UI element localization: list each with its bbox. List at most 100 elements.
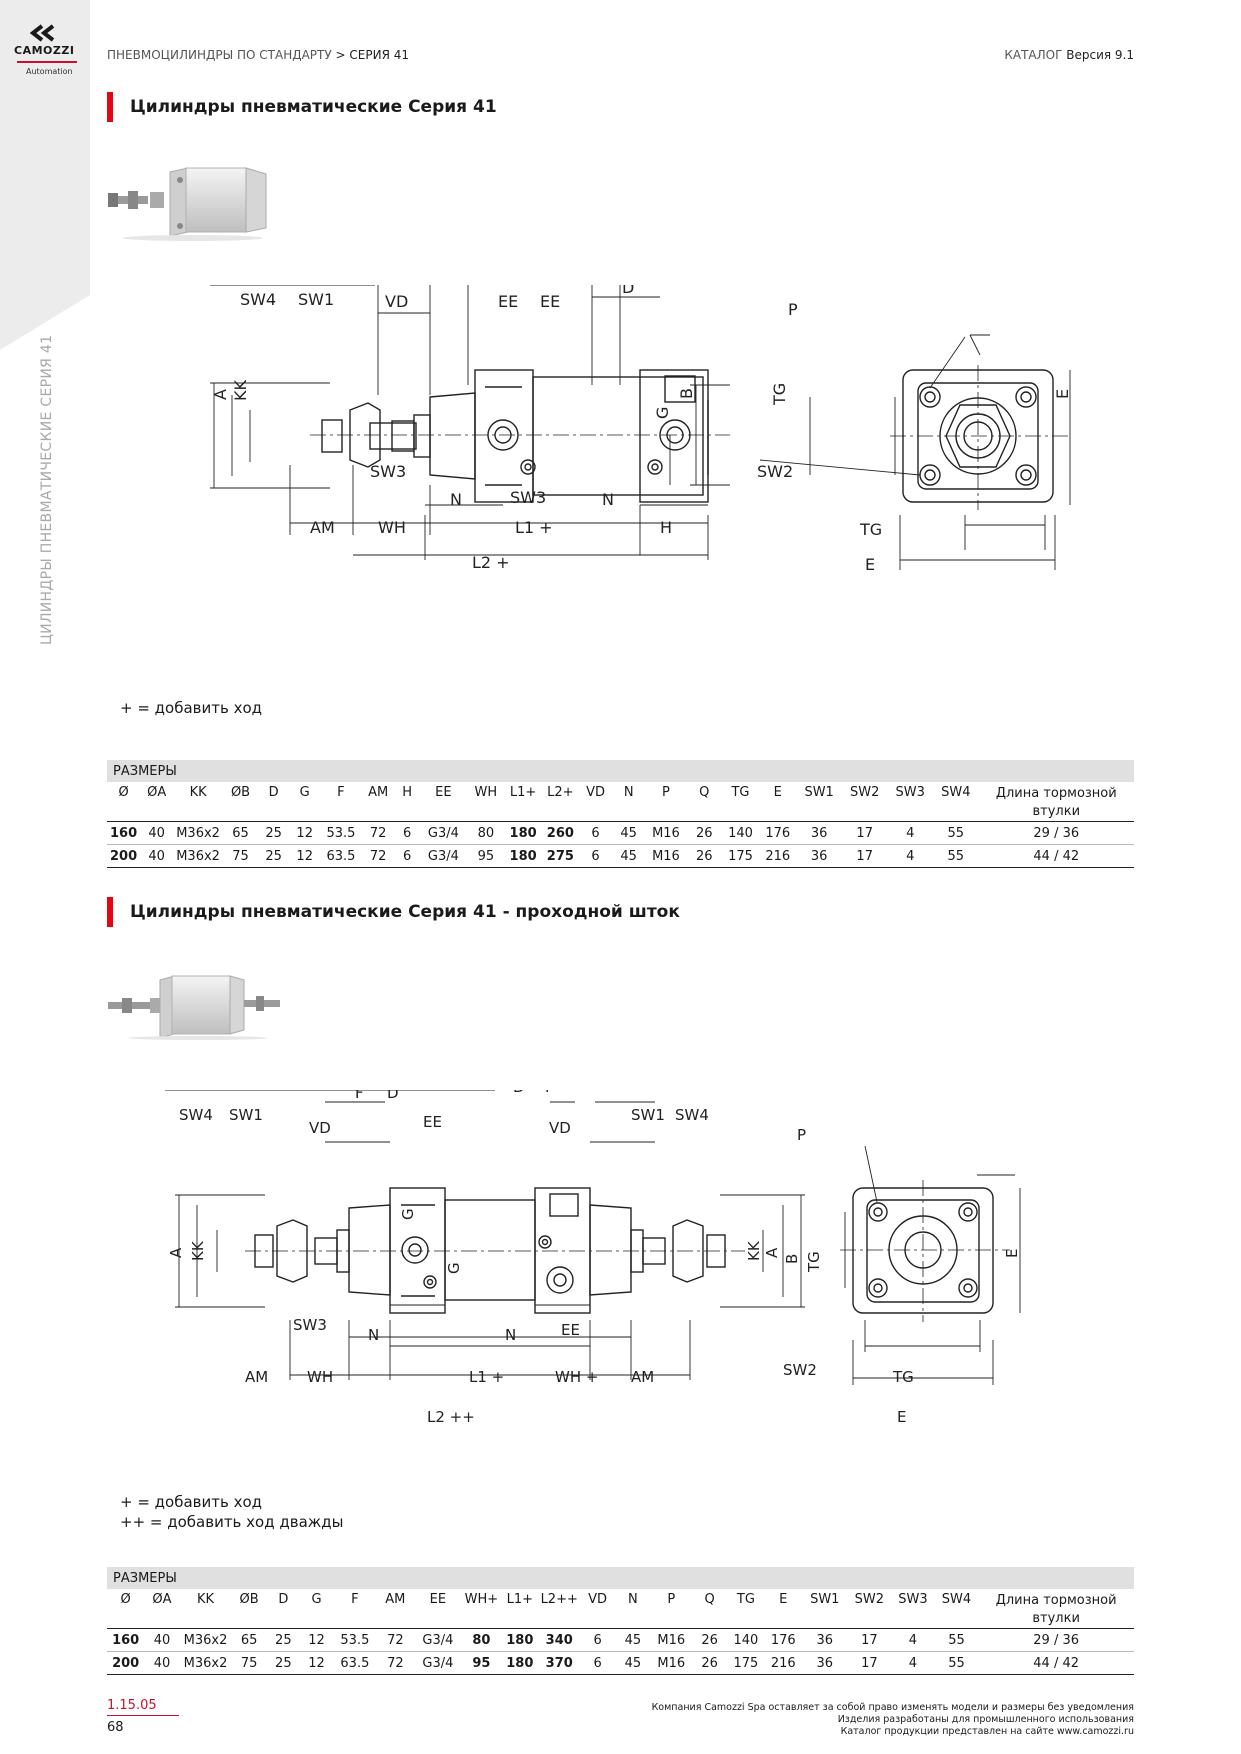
svg-text:A: A [167, 1247, 185, 1258]
col-header: AM [368, 785, 389, 800]
svg-text:SW1: SW1 [229, 1106, 263, 1124]
table-cell: 26 [686, 821, 722, 845]
table-cell: M16 [645, 821, 687, 845]
col-header: H [402, 785, 413, 800]
table-cell: 160 [112, 1632, 140, 1648]
table-cell: 26 [691, 1651, 728, 1675]
table-cell: 95 [467, 844, 505, 868]
table-cell: 180 [509, 825, 537, 841]
sidebar-vertical-text: ЦИЛИНДРЫ ПНЕВМАТИЧЕСКИЕ СЕРИЯ 41 [39, 334, 55, 645]
col-header: N [623, 785, 634, 800]
table-2-title: РАЗМЕРЫ [107, 1567, 1134, 1589]
col-header: D [268, 785, 279, 800]
page-number: 68 [107, 1720, 124, 1735]
table-cell: 55 [933, 844, 979, 868]
table-cell: 95 [472, 1655, 491, 1671]
table-cell: 17 [847, 1651, 892, 1675]
svg-text:TG: TG [805, 1251, 823, 1273]
col-header: P [667, 1592, 676, 1607]
table-cell: 45 [612, 844, 646, 868]
table-cell: 180 [509, 848, 537, 864]
table-cell: 12 [289, 821, 321, 845]
col-header: ØB [230, 785, 251, 800]
table-cell: 200 [109, 848, 138, 864]
table-cell: 80 [472, 1632, 491, 1648]
svg-text:KK: KK [231, 380, 250, 401]
svg-text:EE: EE [540, 292, 560, 311]
svg-text:WH: WH [307, 1368, 333, 1386]
col-header: SW2 [854, 1592, 885, 1607]
corner-decoration [0, 0, 90, 350]
table-cell: 25 [266, 1628, 300, 1652]
svg-text:G: G [653, 407, 672, 419]
svg-text:G: G [399, 1208, 417, 1220]
section-2-note-1: + = добавить ход [120, 1493, 263, 1511]
table-cell: M16 [645, 844, 687, 868]
col-header: Длина тормозной втулки [995, 1593, 1117, 1626]
table-cell: 55 [934, 1628, 979, 1652]
breadcrumb-item-1[interactable]: ПНЕВМОЦИЛИНДРЫ ПО СТАНДАРТУ [107, 48, 332, 62]
svg-text:F: F [545, 1090, 554, 1096]
table-cell: 25 [258, 844, 290, 868]
col-header: SW4 [941, 1592, 972, 1607]
table-cell: 275 [546, 848, 574, 864]
svg-text:AM: AM [310, 518, 335, 537]
table-cell: 63.5 [320, 844, 362, 868]
table-cell: 4 [891, 1628, 935, 1652]
svg-text:EE: EE [561, 1321, 580, 1339]
table-cell: M16 [650, 1628, 692, 1652]
svg-text:E: E [865, 555, 875, 574]
table-1-header-row: Ø ØA KK ØB D G F AM H EE WH L1+ L2+ VD N… [107, 782, 1134, 822]
col-header: WH+ [464, 1592, 499, 1607]
svg-text:D: D [513, 1090, 525, 1096]
svg-text:EE: EE [498, 292, 518, 311]
svg-text:D: D [622, 285, 634, 297]
col-header: SW2 [850, 785, 880, 800]
col-header: KK [189, 785, 207, 800]
table-cell: 4 [887, 821, 934, 845]
table-cell: 65 [222, 821, 259, 845]
table-cell: 176 [759, 821, 797, 845]
table-cell: 72 [376, 1651, 415, 1675]
col-header: N [628, 1592, 638, 1607]
svg-text:P: P [788, 300, 798, 319]
logo-subtitle: Automation [26, 67, 73, 76]
table-cell: 45 [615, 1651, 651, 1675]
table-cell: 260 [546, 825, 574, 841]
table-cell: 175 [727, 1651, 765, 1675]
svg-text:A: A [211, 389, 230, 400]
table-row: 160 40 M36x2 65 25 12 53.5 72 G3/4 80 18… [107, 1628, 1134, 1652]
col-header: TG [731, 785, 750, 800]
section-2-title: Цилиндры пневматические Серия 41 - прохо… [130, 902, 680, 922]
disclaimer-line-2: Изделия разработаны для промышленного ис… [837, 1714, 1134, 1725]
col-header: SW3 [895, 785, 925, 800]
table-cell: 12 [299, 1651, 334, 1675]
version-label: Версия 9.1 [1066, 48, 1134, 62]
table-cell: 75 [222, 844, 259, 868]
col-header: VD [586, 785, 606, 800]
table-cell: G3/4 [419, 844, 468, 868]
table-2-header-row: Ø ØA KK ØB D G F AM EE WH+ L1+ L2++ VD N… [107, 1589, 1134, 1629]
svg-text:KK: KK [189, 1240, 207, 1261]
svg-text:B: B [165, 1254, 167, 1264]
table-cell: 175 [721, 844, 760, 868]
page-code-underline [107, 1715, 179, 1716]
svg-text:D: D [387, 1090, 399, 1102]
table-cell: 36 [801, 1628, 848, 1652]
svg-text:AM: AM [631, 1368, 654, 1386]
col-header: EE [429, 1592, 447, 1607]
col-header: TG [736, 1592, 755, 1607]
section-2-marker [107, 897, 113, 927]
table-cell: 53.5 [333, 1628, 377, 1652]
table-cell: 370 [545, 1655, 573, 1671]
col-header: L2+ [547, 785, 574, 800]
col-header: VD [588, 1592, 608, 1607]
table-cell: 6 [579, 1628, 616, 1652]
svg-text:P: P [797, 1126, 806, 1144]
svg-text:SW3: SW3 [428, 1090, 462, 1094]
breadcrumb-item-2[interactable]: СЕРИЯ 41 [349, 48, 410, 62]
breadcrumb-separator: > [335, 48, 346, 62]
table-cell: 17 [841, 821, 888, 845]
